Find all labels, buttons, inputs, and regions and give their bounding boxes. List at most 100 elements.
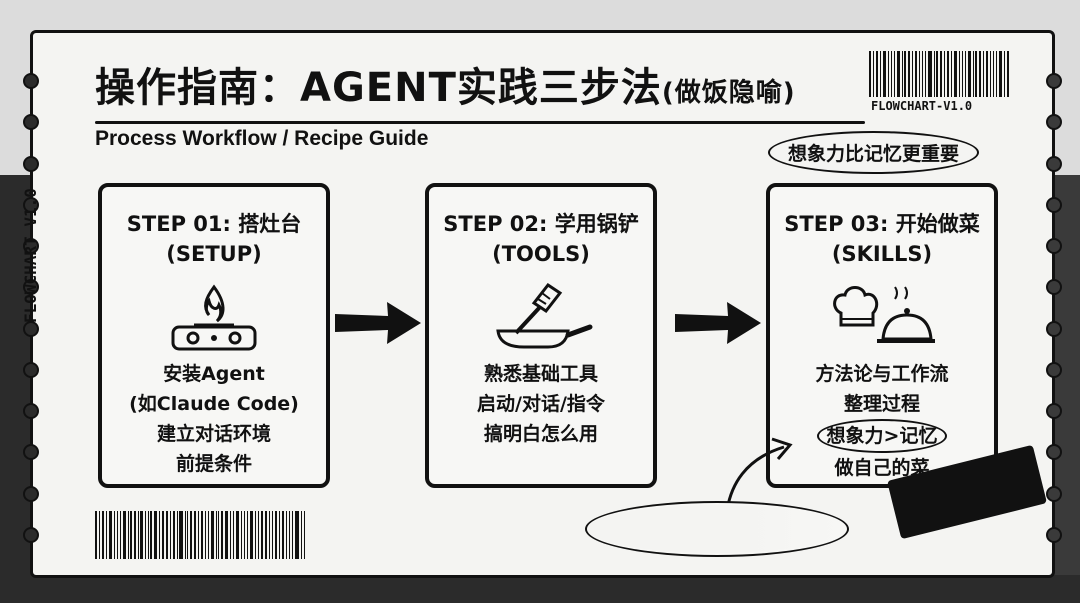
barcode-bar (893, 51, 896, 97)
step-3-highlight: 想象力>记忆 (816, 419, 948, 453)
arrow-right-icon (335, 302, 421, 344)
step-2-line-2: 启动/对话/指令 (477, 393, 605, 415)
speech-bubble-fade (588, 505, 843, 553)
barcode-bar (250, 511, 254, 559)
barcode-bar (985, 51, 988, 97)
barcode-bar (215, 511, 217, 559)
chef-hat-dish-icon (833, 286, 935, 343)
barcode-bar (939, 51, 943, 97)
barcode-bar (961, 51, 963, 97)
barcode-bar (281, 511, 285, 559)
barcode-bar (919, 51, 920, 97)
barcode-bar (204, 511, 207, 559)
barcode-bar (933, 51, 935, 97)
barcode-bar (924, 51, 927, 97)
barcode-bar (176, 511, 178, 559)
barcode-bar (119, 511, 122, 559)
barcode-bar (908, 51, 910, 97)
barcode-bar (914, 51, 917, 97)
barcode-bar (159, 511, 161, 559)
barcode-bar (144, 511, 146, 559)
step-1-line-4: 前提条件 (175, 453, 252, 475)
step-2-heading: STEP 02: 学用锅铲 (TOOLS) (429, 209, 653, 269)
ticket-card: 操作指南：AGENT实践三步法(做饭隐喻) Process Workflow /… (21, 30, 1062, 578)
barcode-bar (953, 51, 957, 97)
step-3-title: STEP 03: 开始做菜 (784, 212, 980, 236)
step-2-title: STEP 02: 学用锅铲 (443, 212, 639, 236)
barcode-bar (999, 51, 1003, 97)
barcode-bar (291, 511, 294, 559)
barcode-bar (921, 51, 923, 97)
barcode-bar (271, 511, 274, 559)
barcode-bar (208, 511, 210, 559)
barcode-bar (975, 51, 978, 97)
barcode-bar (887, 51, 889, 97)
step-1-title: STEP 01: 搭灶台 (126, 212, 302, 236)
title-divider (95, 121, 865, 124)
barcode-bar (105, 511, 107, 559)
barcode-bar (240, 511, 242, 559)
barcode-bar (165, 511, 169, 559)
stove-flame-icon (171, 284, 257, 351)
barcode-bar (127, 511, 129, 559)
barcode-bar (264, 511, 267, 559)
barcode-bar (890, 51, 892, 97)
barcode-bar (184, 511, 186, 559)
barcode-bar (968, 51, 971, 97)
step-3-line-2: 整理过程 (843, 393, 920, 415)
step-2-line-1: 熟悉基础工具 (483, 363, 598, 385)
barcode-bar (218, 511, 220, 559)
barcode-bar (108, 511, 112, 559)
code-label: FLOWCHART-V1.0 (871, 99, 973, 113)
barcode-bar (303, 511, 306, 559)
barcode-bar (882, 51, 886, 97)
barcode-bar (972, 51, 974, 97)
barcode-bar (113, 511, 115, 559)
barcode-bar (936, 51, 938, 97)
barcode-bar (190, 511, 192, 559)
barcode-bar (255, 511, 257, 559)
barcode-bar (982, 51, 984, 97)
barcode-bar (116, 511, 118, 559)
barcode-bar (95, 511, 98, 559)
barcode-bar (278, 511, 280, 559)
barcode-bar (275, 511, 277, 559)
barcode-bar (289, 511, 290, 559)
barcode-bar (1007, 51, 1009, 97)
barcode-bar (187, 511, 189, 559)
barcode-bar (150, 511, 153, 559)
circled-note: 想象力比记忆更重要 (768, 131, 980, 174)
barcode-bar (147, 511, 149, 559)
barcode-bar (995, 51, 998, 97)
barcode-bar (102, 511, 104, 559)
step-card-3: STEP 03: 开始做菜 (SKILLS) 方法论与工作流 整理过程 想象力>… (766, 183, 998, 488)
barcode-bar (869, 51, 872, 97)
barcode-bar (154, 511, 158, 559)
barcode-bar (286, 511, 288, 559)
barcode-bar (243, 511, 246, 559)
barcode-bar (162, 511, 164, 559)
barcode-bar (879, 51, 881, 97)
title-main: 操作指南：AGENT实践三步法 (95, 65, 662, 111)
step-3-line-1: 方法论与工作流 (815, 363, 949, 385)
barcode-bar (901, 51, 903, 97)
barcode-bar (172, 511, 175, 559)
barcode-bar (133, 511, 136, 559)
barcode-bar (140, 511, 143, 559)
step-1-line-3: 建立对话环境 (156, 423, 271, 445)
arrow-right-icon (675, 302, 761, 344)
barcode-bar (130, 511, 132, 559)
ticket-notches-left (23, 73, 39, 543)
step-3-line-4: 做自己的菜 (834, 457, 930, 479)
barcode-bar (268, 511, 270, 559)
barcode-bar (295, 511, 299, 559)
barcode-bar (99, 511, 101, 559)
barcode-bar (958, 51, 960, 97)
barcode-bar (211, 511, 214, 559)
title-paren: (做饭隐喻) (661, 78, 796, 108)
page-title: 操作指南：AGENT实践三步法(做饭隐喻) (95, 55, 796, 113)
barcode-bar (137, 511, 139, 559)
step-3-heading: STEP 03: 开始做菜 (SKILLS) (770, 209, 994, 269)
step-card-1: STEP 01: 搭灶台 (SETUP) 安装Agent (如Claude Co… (98, 183, 330, 488)
barcode-bar (224, 511, 228, 559)
